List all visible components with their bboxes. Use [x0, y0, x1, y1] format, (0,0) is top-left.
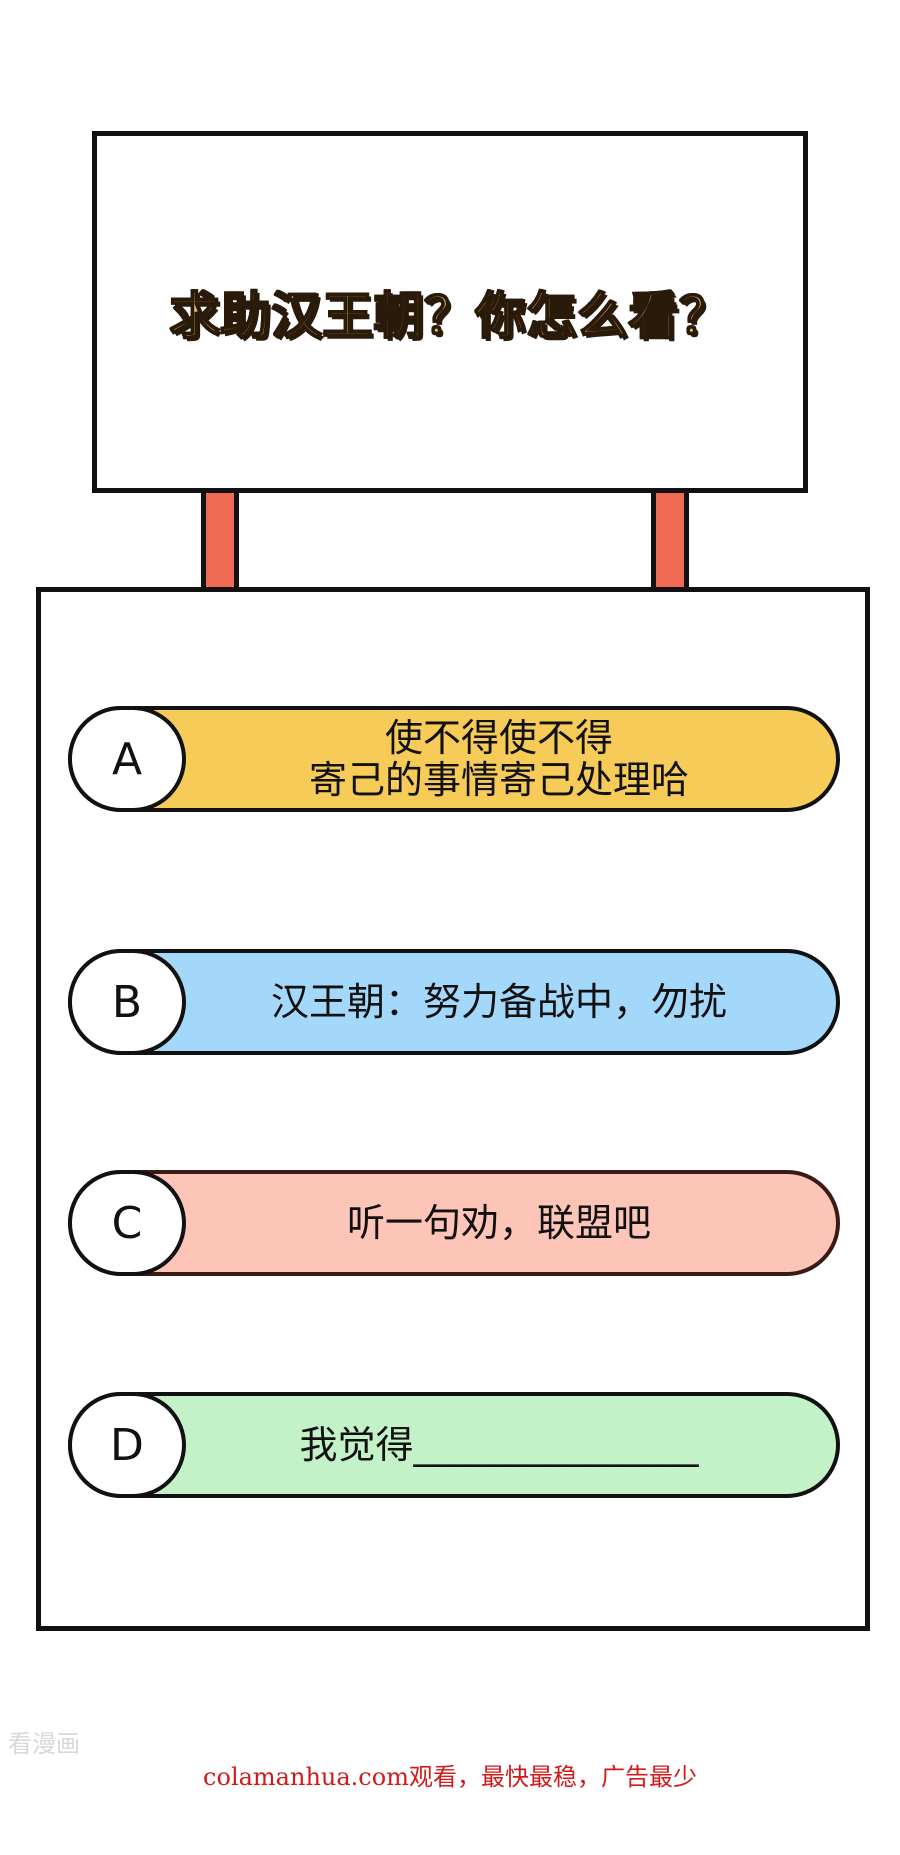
option-text: 汉王朝：努力备战中，勿扰 [270, 980, 727, 1024]
footer-ad-link[interactable]: colamanhua.com观看，最快最稳，广告最少 [203, 1763, 697, 1791]
option-d[interactable]: D 我觉得_______________ [68, 1392, 840, 1498]
option-text: 我觉得_______________ [299, 1423, 699, 1467]
option-b[interactable]: B 汉王朝：努力备战中，勿扰 [68, 949, 840, 1055]
sign-post-right [651, 493, 689, 591]
option-letter: C [68, 1170, 186, 1276]
option-c[interactable]: C 听一句劝，联盟吧 [68, 1170, 840, 1276]
option-text: 使不得使不得 寄己的事情寄己处理哈 [308, 716, 689, 802]
option-text: 听一句劝，联盟吧 [346, 1201, 651, 1245]
watermark: 看漫画 [8, 1730, 80, 1758]
sign-title: 求助汉王朝？你怎么看？ [169, 286, 731, 346]
option-letter: D [68, 1392, 186, 1498]
sign-post-left [201, 493, 239, 591]
sign-board: 求助汉王朝？你怎么看？ [92, 131, 808, 493]
option-letter: A [68, 706, 186, 812]
option-a[interactable]: A 使不得使不得 寄己的事情寄己处理哈 [68, 706, 840, 812]
option-letter: B [68, 949, 186, 1055]
